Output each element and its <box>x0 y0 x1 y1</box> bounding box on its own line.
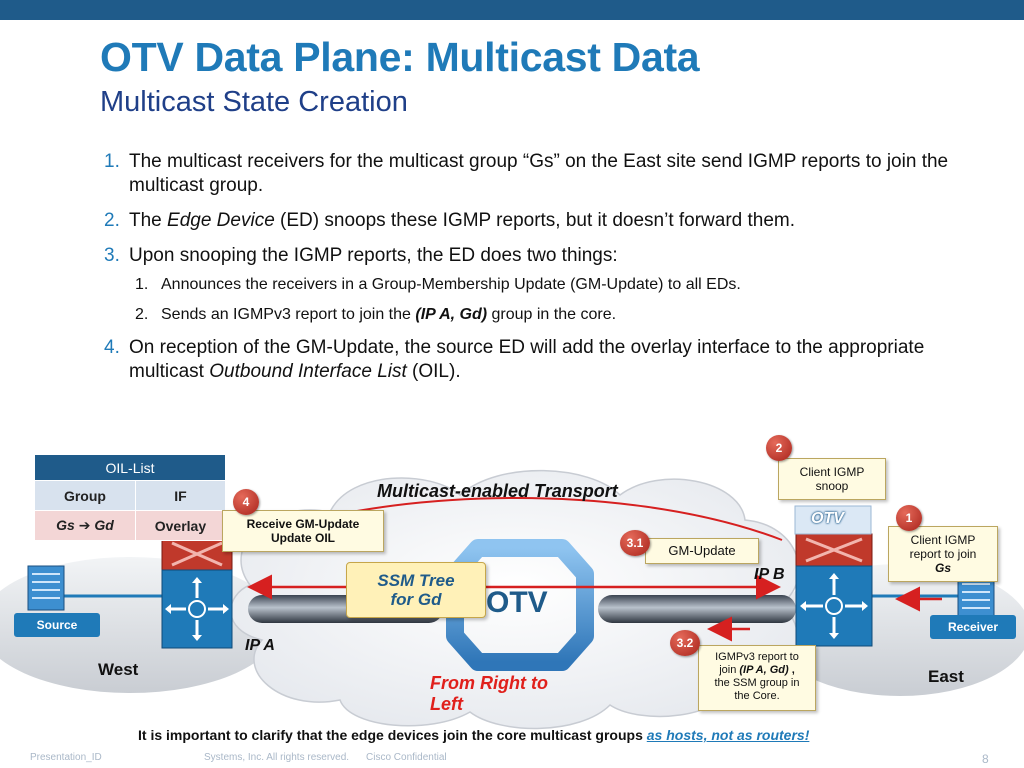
ip-a-label: IP A <box>245 637 275 654</box>
transport-label: Multicast-enabled Transport <box>377 481 618 501</box>
sub-bullet-text: Sends an IGMPv3 report to join the <box>161 306 416 323</box>
east-site-label: East <box>928 667 964 686</box>
receiver-label: Receiver <box>930 615 1016 639</box>
callout-line: report to join <box>909 547 977 561</box>
west-site-label: West <box>98 660 139 679</box>
otv-cloud-label: OTV <box>486 586 548 619</box>
bullet-text: The <box>129 210 168 231</box>
step-badge-4: 4 <box>233 489 259 515</box>
callout-line: Receive GM-Update <box>246 517 360 531</box>
oil-col-if: IF <box>134 480 227 511</box>
callout-line: join (IP A, Gd) , <box>699 664 815 677</box>
source-label: Source <box>14 613 100 637</box>
direction-line-1: From Right to <box>430 673 548 693</box>
bullet-text: Upon snooping the IGMP reports, the ED d… <box>129 245 618 266</box>
callout-line: Gs <box>934 561 951 575</box>
bullet-emphasis: Edge Device <box>167 210 275 231</box>
callout-text: join <box>719 664 740 676</box>
sub-bullet-number: 1. <box>135 276 149 293</box>
otv-ring <box>446 539 594 671</box>
sub-bullet-text: group in the core. <box>487 306 617 323</box>
bullet-text: (OIL). <box>406 361 461 382</box>
oil-cell-group: Gs ➔ Gd <box>34 510 136 541</box>
callout-line: the Core. <box>734 690 780 702</box>
callout-line: IGMPv3 report to <box>715 651 799 663</box>
oil-list-table: OIL-List Group IF Gs ➔ Gd Overlay <box>34 454 227 541</box>
oil-col-group: Group <box>34 480 136 511</box>
ssm-tree-box: SSM Tree for Gd <box>346 562 486 618</box>
slide-subtitle: Multicast State Creation <box>100 86 408 118</box>
step-badge-2: 2 <box>766 435 792 461</box>
callout-gm-update: GM-Update <box>645 538 759 564</box>
oil-group-a: Gs <box>56 517 75 533</box>
callout-igmpv3-report: IGMPv3 report to join (IP A, Gd) , the S… <box>698 645 816 711</box>
callout-line: Update OIL <box>270 531 335 545</box>
bullet-4: 4. On reception of the GM-Update, the so… <box>104 336 984 384</box>
bullet-2: 2. The Edge Device (ED) snoops these IGM… <box>104 209 984 233</box>
sub-bullet-emphasis: (IP A, Gd) <box>415 306 488 323</box>
oil-cell-if: Overlay <box>134 510 227 541</box>
arrow-right-icon: ➔ <box>78 517 91 533</box>
otv-tag-label: OTV <box>811 510 844 527</box>
bullet-number: 1. <box>104 151 120 172</box>
callout-line: snoop <box>815 479 849 493</box>
source-server-icon <box>27 565 65 611</box>
ssm-line-1: SSM Tree <box>377 571 455 590</box>
callout-text: , <box>788 664 795 676</box>
oil-list-title: OIL-List <box>34 454 226 481</box>
bullet-number: 4. <box>104 337 120 358</box>
oil-group-b: Gd <box>94 517 114 533</box>
callout-line: GM-Update <box>668 543 736 558</box>
slide-title: OTV Data Plane: Multicast Data <box>100 34 700 80</box>
bullet-text: The multicast receivers for the multicas… <box>129 151 949 196</box>
callout-client-igmp-snoop: Client IGMP snoop <box>778 458 886 500</box>
footer-presentation-id: Presentation_ID <box>30 752 102 763</box>
receiver-server-icon <box>957 575 995 621</box>
sub-bullet-number: 2. <box>135 306 149 323</box>
direction-line-2: Left <box>430 694 463 714</box>
east-edge-router-icon <box>795 533 873 647</box>
note-text: It is important to clarify that the edge… <box>138 727 647 743</box>
callout-line: the SSM group in <box>714 677 800 689</box>
callout-client-igmp-report: Client IGMP report to join Gs <box>888 526 998 582</box>
bullet-text: (ED) snoops these IGMP reports, but it d… <box>274 210 796 231</box>
callout-line: Client IGMP <box>910 533 976 547</box>
callout-line: Client IGMP <box>799 465 865 479</box>
bullet-number: 3. <box>104 245 120 266</box>
west-edge-router-icon <box>161 537 233 649</box>
oil-list-header-row: Group IF <box>34 480 227 511</box>
east-pipe <box>598 595 796 623</box>
bullet-text: On reception of the GM-Update, the sourc… <box>129 337 925 382</box>
footer-confidential: Cisco Confidential <box>366 752 447 763</box>
note-link[interactable]: as hosts, not as routers! <box>646 727 810 743</box>
clarification-note: It is important to clarify that the edge… <box>138 726 918 745</box>
bullet-list: 1. The multicast receivers for the multi… <box>104 150 984 395</box>
otv-tag-box <box>794 505 872 535</box>
ssm-line-2: for Gd <box>390 590 442 609</box>
bullet-1: 1. The multicast receivers for the multi… <box>104 150 984 198</box>
top-bar <box>0 0 1024 20</box>
ip-b-label: IP B <box>754 566 785 583</box>
bullet-3: 3. Upon snooping the IGMP reports, the E… <box>104 244 984 268</box>
step-badge-1: 1 <box>896 505 922 531</box>
bullet-number: 2. <box>104 210 120 231</box>
direction-label: From Right to Left <box>430 673 548 715</box>
footer-copyright: Systems, Inc. All rights reserved. <box>204 752 350 763</box>
callout-receive-gm-update: Receive GM-Update Update OIL <box>222 510 384 552</box>
step-badge-3-1: 3.1 <box>620 530 650 556</box>
callout-emphasis: (IP A, Gd) <box>739 664 789 676</box>
step-badge-3-2: 3.2 <box>670 630 700 656</box>
sub-bullet-1: 1. Announces the receivers in a Group-Me… <box>104 274 984 296</box>
bullet-emphasis: Outbound Interface List <box>209 361 407 382</box>
sub-bullet-2: 2. Sends an IGMPv3 report to join the (I… <box>104 304 984 326</box>
footer-page-number: 8 <box>982 752 989 766</box>
oil-list-row: Gs ➔ Gd Overlay <box>34 510 227 541</box>
sub-bullet-text: Announces the receivers in a Group-Membe… <box>161 276 741 293</box>
